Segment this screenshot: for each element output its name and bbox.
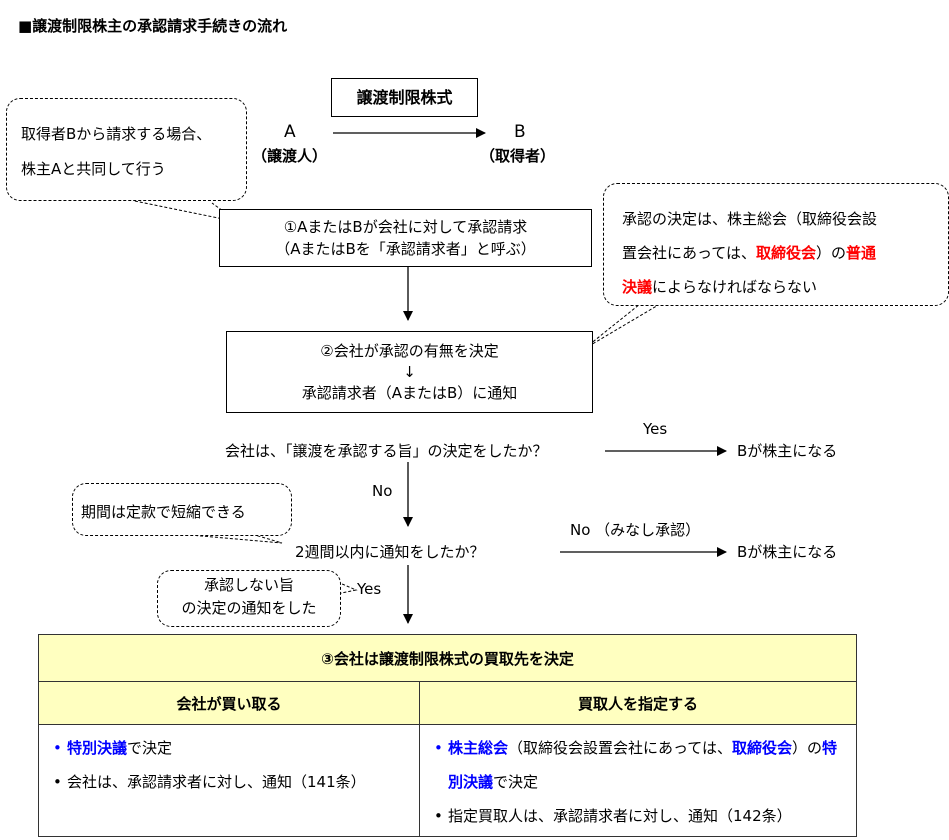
step2-line1: ②会社が承認の有無を決定 (320, 342, 499, 360)
callout-line: 株主Aと共同して行う (21, 160, 166, 178)
no-deemed-label: No （みなし承認） (570, 521, 701, 539)
question1: 会社は、「譲渡を承認する旨」の決定をしたか？ (225, 442, 548, 460)
party-b-role: （取得者） (480, 147, 556, 165)
down-arrow-icon: ↓ (403, 363, 416, 381)
text: によらなければならない (652, 278, 818, 296)
list-item: 株主総会（取締役会設置会社にあっては、取締役会）の特別決議で決定 (434, 731, 846, 799)
special-resolution: 特別決議 (448, 739, 838, 791)
callout-line: の決定の通知をした (181, 599, 317, 617)
step1-line2: （AまたはBを「承認請求者」と呼ぶ） (275, 240, 536, 258)
step2-box: ②会社が承認の有無を決定 ↓ 承認請求者（AまたはB）に通知 (226, 331, 593, 413)
step2-line2: 承認請求者（AまたはB）に通知 (301, 384, 518, 402)
page-title: ■譲渡制限株主の承認請求手続きの流れ (18, 17, 288, 35)
ordinary-highlight: 普通 (845, 244, 876, 262)
step1-line1: ①AまたはBが会社に対して承認請求 (283, 218, 528, 236)
text: （取締役会設置会社にあっては、 (508, 739, 732, 757)
callout-resolution: 承認の決定は、株主総会（取締役会設 置会社にあっては、取締役会）の普通 決議によ… (603, 183, 949, 306)
question2: 2週間以内に通知をしたか？ (295, 543, 485, 561)
list-item: 会社は、承認請求者に対し、通知（141条） (53, 765, 409, 799)
right-body: 株主総会（取締役会設置会社にあっては、取締役会）の特別決議で決定 指定買取人は、… (419, 724, 857, 837)
yes-result: Bが株主になる (737, 442, 838, 460)
text: 置会社にあっては、 (622, 244, 756, 262)
no-label: No (372, 482, 393, 500)
callout-line: 取得者Bから請求する場合、 (21, 125, 212, 143)
text: ）の (791, 739, 822, 757)
no-result: Bが株主になる (737, 543, 838, 561)
party-a-role: （譲渡人） (252, 147, 328, 165)
list-item: 特別決議で決定 (53, 731, 409, 765)
shareholders-meeting: 株主総会 (448, 739, 509, 757)
yes-label-2: Yes (357, 580, 382, 598)
yes-label: Yes (643, 420, 668, 438)
callout-tail-period (189, 534, 283, 544)
right-header: 買取人を指定する (419, 681, 857, 725)
special-resolution: 特別決議 (67, 739, 128, 757)
text: 指定買取人は、承認請求者に対し、通知（142条） (448, 807, 792, 825)
step1-box: ①AまたはBが会社に対して承認請求 （AまたはBを「承認請求者」と呼ぶ） (219, 209, 592, 267)
callout-line: 期間は定款で短縮できる (81, 503, 246, 521)
callout-period: 期間は定款で短縮できる (72, 483, 292, 536)
board-highlight: 取締役会 (755, 244, 816, 262)
party-b-letter: B (514, 122, 526, 142)
step3-title: ③会社は譲渡制限株式の買取先を決定 (38, 634, 857, 682)
restricted-stock-box: 譲渡制限株式 (331, 78, 478, 117)
left-body: 特別決議で決定 会社は、承認請求者に対し、通知（141条） (38, 724, 420, 837)
list-item: 指定買取人は、承認請求者に対し、通知（142条） (434, 799, 846, 833)
left-header: 会社が買い取る (38, 681, 420, 725)
text: 承認の決定は、株主総会（取締役会設 (622, 210, 878, 228)
text: で決定 (493, 773, 539, 791)
callout-notice: 承認しない旨 の決定の通知をした (157, 570, 341, 627)
text: 会社は、承認請求者に対し、通知（141条） (67, 773, 366, 791)
callout-joint-request: 取得者Bから請求する場合、 株主Aと共同して行う (6, 98, 247, 201)
text: で決定 (127, 739, 173, 757)
party-a-letter: A (284, 122, 296, 142)
step3-table: ③会社は譲渡制限株式の買取先を決定 会社が買い取る 買取人を指定する 特別決議で… (38, 634, 857, 837)
text: ）の (815, 244, 846, 262)
callout-line: 承認しない旨 (203, 576, 294, 594)
resolution-highlight: 決議 (622, 278, 653, 296)
callout-tail-notice (332, 579, 358, 595)
callout-tail-resolution (583, 303, 661, 350)
board-of-directors: 取締役会 (731, 739, 792, 757)
